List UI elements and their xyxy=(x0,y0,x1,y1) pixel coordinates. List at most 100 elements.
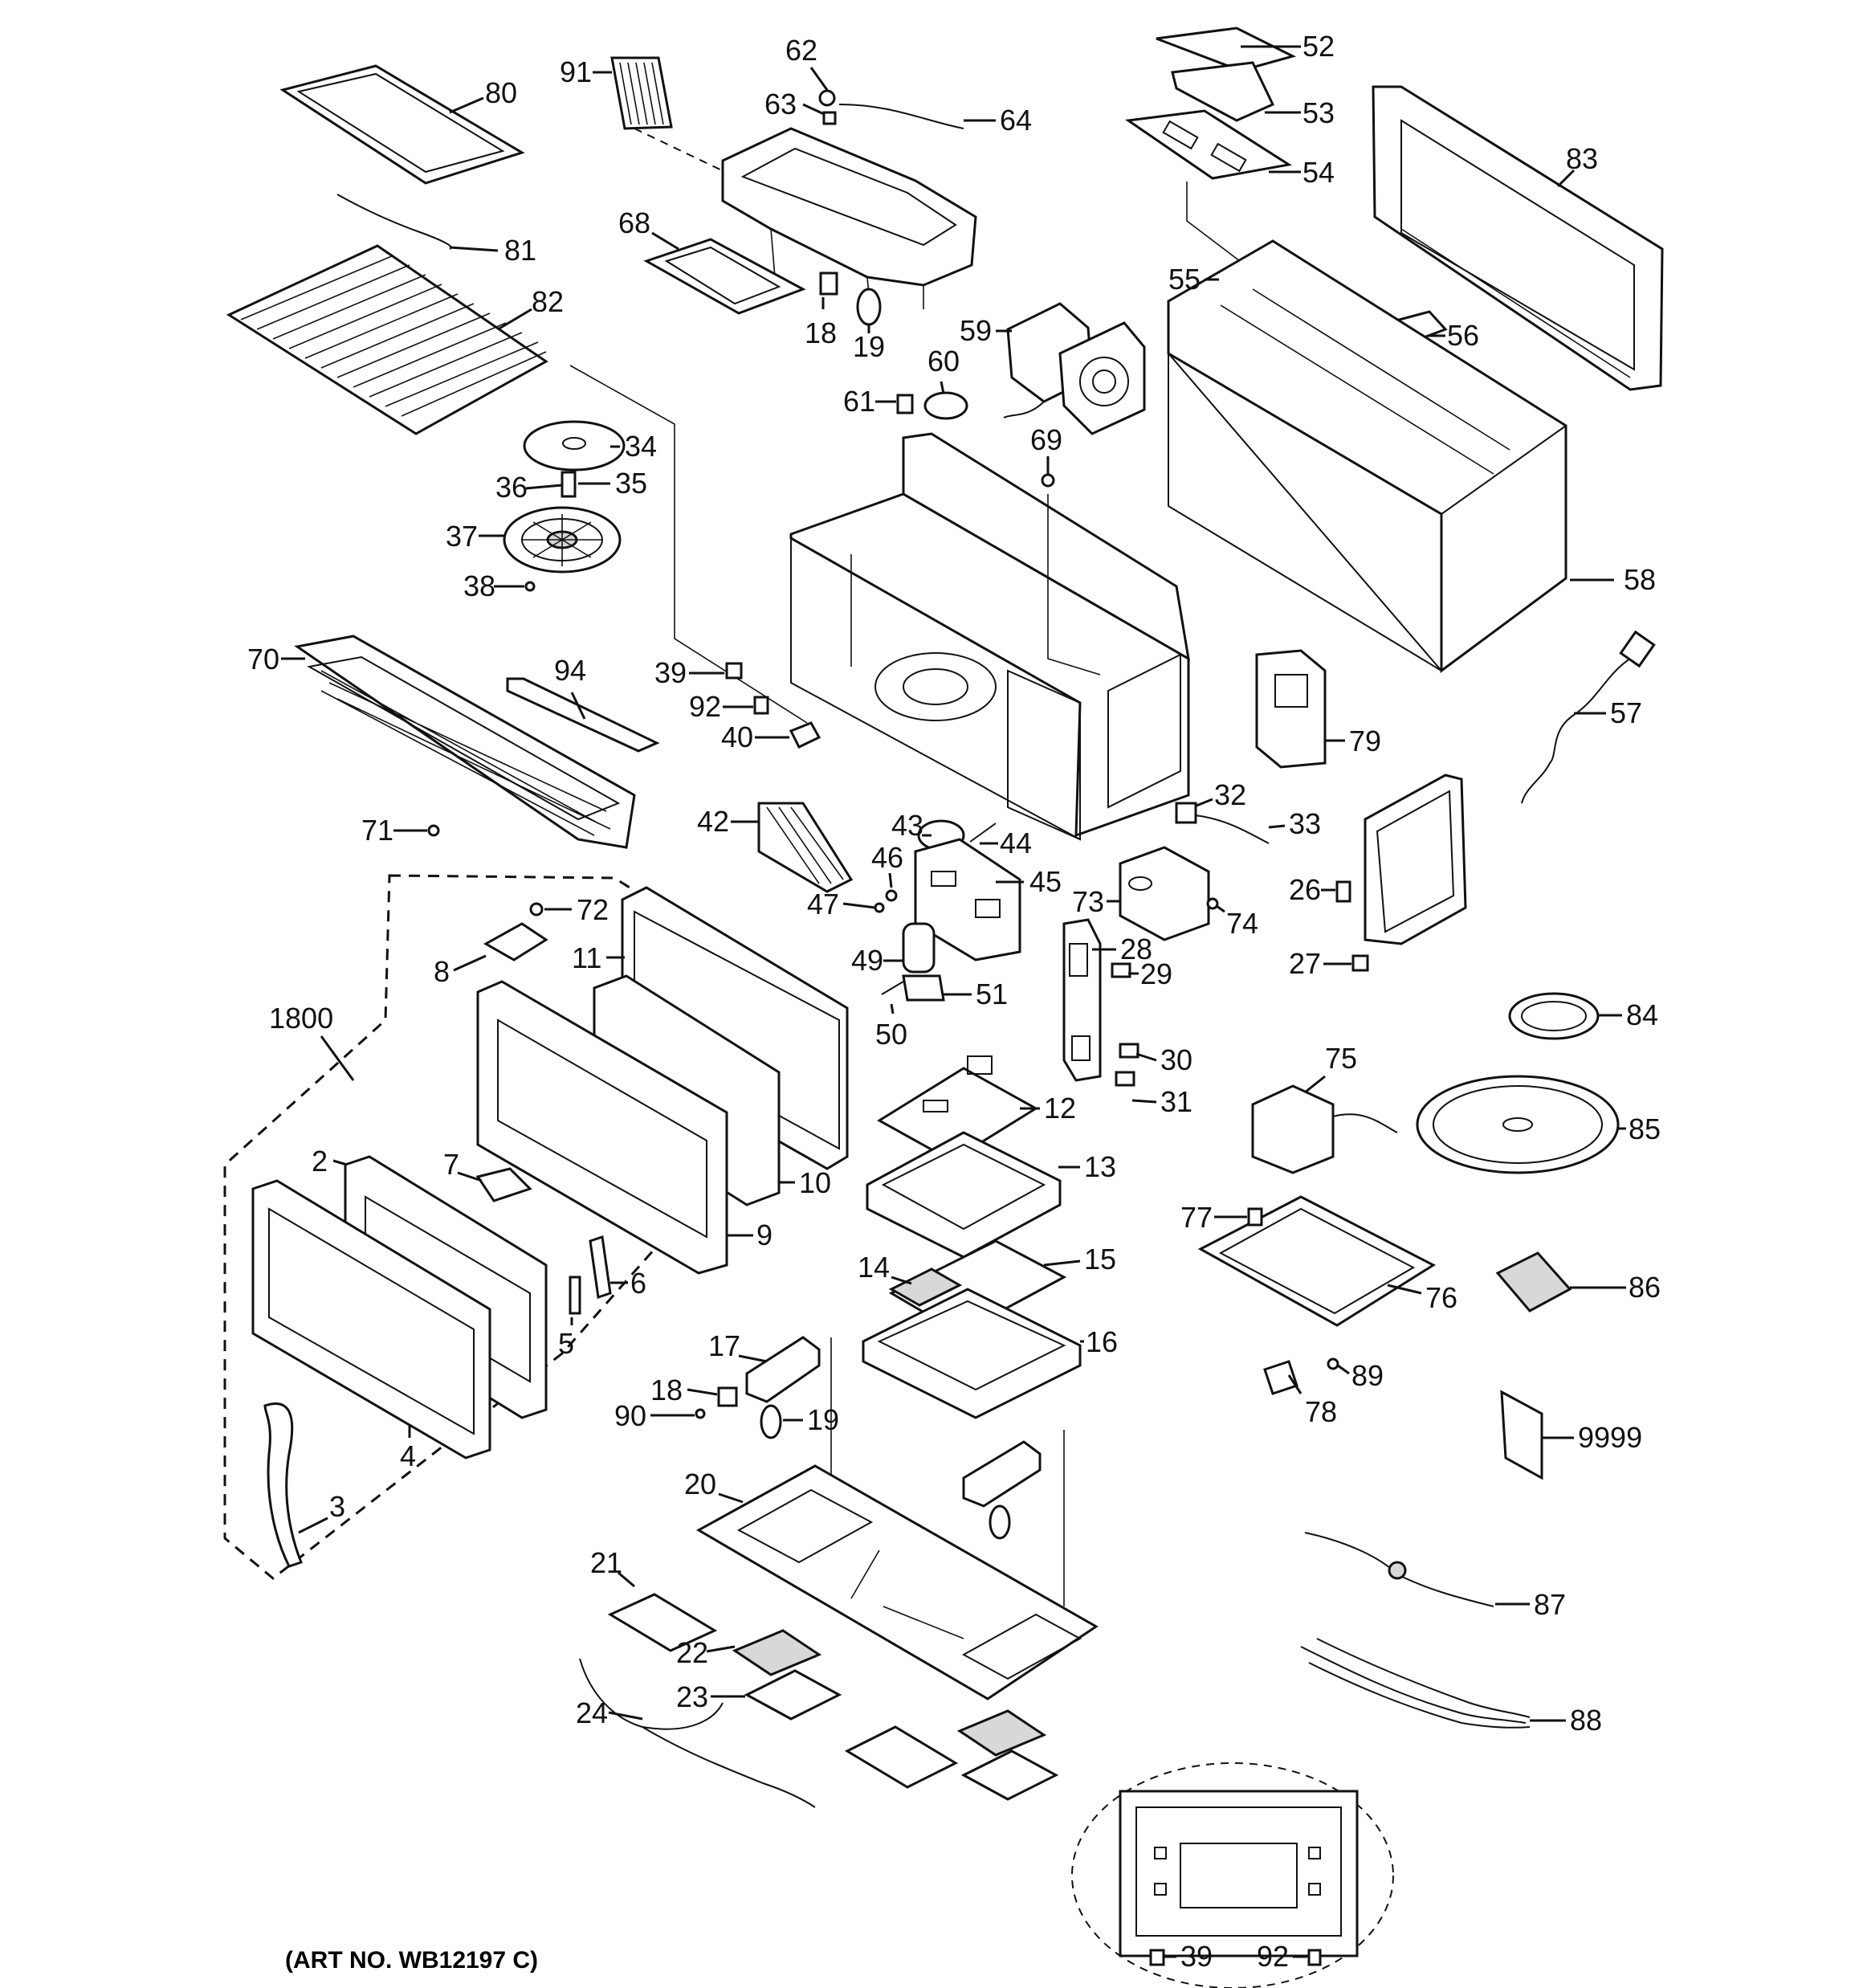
svg-text:21: 21 xyxy=(590,1546,622,1579)
svg-text:70: 70 xyxy=(247,643,279,676)
callout-20: 20 xyxy=(684,1468,744,1504)
part-35-shaft xyxy=(561,471,577,498)
part-83-mounting-plate xyxy=(1372,85,1664,391)
callout-14: 14 xyxy=(858,1251,912,1285)
svg-text:68: 68 xyxy=(618,206,650,239)
part-14-pad xyxy=(888,1268,963,1307)
part-30-switch xyxy=(1119,1043,1139,1059)
callout-89: 89 xyxy=(1337,1359,1384,1392)
svg-text:19: 19 xyxy=(853,330,885,363)
part-47-screw xyxy=(874,902,885,913)
part-64-wire xyxy=(838,104,964,129)
callout-9: 9 xyxy=(727,1219,773,1251)
svg-text:91: 91 xyxy=(560,55,592,88)
part-18-socket-lower xyxy=(717,1386,738,1407)
part-side-panel xyxy=(1364,774,1467,945)
part-40-roller xyxy=(789,721,821,749)
part-drawings xyxy=(223,27,1664,1988)
part-39-clip xyxy=(725,662,743,680)
callout-44: 44 xyxy=(980,827,1032,859)
part-59-fan xyxy=(1003,302,1146,435)
svg-text:46: 46 xyxy=(871,841,903,874)
svg-text:82: 82 xyxy=(532,285,564,318)
callout-92: 92 xyxy=(689,690,753,723)
callout-50: 50 xyxy=(875,1003,907,1051)
part-91-dashed-guide xyxy=(634,128,728,173)
svg-text:77: 77 xyxy=(1180,1201,1213,1234)
callout-55: 55 xyxy=(1168,263,1219,296)
part-53-duct xyxy=(1171,61,1275,122)
svg-text:10: 10 xyxy=(799,1166,831,1199)
callout-11: 11 xyxy=(572,941,625,974)
callout-3: 3 xyxy=(298,1490,345,1534)
callout-52: 52 xyxy=(1241,30,1335,63)
callout-45: 45 xyxy=(996,865,1062,898)
part-84-roller-ring xyxy=(1508,992,1600,1040)
callout-58: 58 xyxy=(1570,563,1656,596)
svg-text:35: 35 xyxy=(615,467,647,500)
svg-text:81: 81 xyxy=(504,234,536,267)
part-79-bracket xyxy=(1255,649,1327,769)
svg-text:17: 17 xyxy=(708,1329,740,1362)
part-91-grille xyxy=(610,56,673,130)
callout-39-inset: 39 xyxy=(1164,1940,1213,1973)
callout-16: 16 xyxy=(1080,1325,1118,1358)
callout-2: 2 xyxy=(312,1145,348,1178)
part-78-bracket xyxy=(1263,1360,1298,1395)
callout-75: 75 xyxy=(1304,1042,1357,1094)
callout-69: 69 xyxy=(1030,423,1062,474)
svg-text:45: 45 xyxy=(1029,865,1062,898)
callout-74: 74 xyxy=(1216,904,1258,940)
svg-text:12: 12 xyxy=(1044,1092,1076,1125)
callout-79: 79 xyxy=(1325,725,1381,757)
callout-33: 33 xyxy=(1268,807,1321,840)
callout-87: 87 xyxy=(1495,1588,1566,1621)
part-34-guide xyxy=(569,365,808,724)
part-20-bottom-plate xyxy=(695,1464,1099,1700)
svg-text:92: 92 xyxy=(689,690,721,723)
callout-38: 38 xyxy=(463,569,524,602)
callout-92-inset: 92 xyxy=(1257,1940,1307,1973)
callout-68: 68 xyxy=(618,206,679,251)
part-22b-filter xyxy=(956,1709,1047,1757)
part-31-switch xyxy=(1115,1071,1135,1087)
detail-92-clip xyxy=(1307,1949,1322,1966)
part-9-door-panel xyxy=(476,980,728,1275)
part-bottom-lamp xyxy=(989,1504,1011,1540)
svg-text:40: 40 xyxy=(721,720,753,753)
callout-35: 35 xyxy=(578,467,647,500)
svg-text:83: 83 xyxy=(1566,142,1598,175)
svg-text:18: 18 xyxy=(805,316,837,349)
part-61-clip xyxy=(896,394,914,414)
callout-31: 31 xyxy=(1131,1085,1192,1118)
callout-40: 40 xyxy=(721,720,789,753)
part-7-bracket xyxy=(475,1167,532,1202)
part-23-cover xyxy=(744,1669,842,1721)
svg-text:47: 47 xyxy=(807,888,839,921)
svg-text:18: 18 xyxy=(650,1374,683,1406)
part-42-grille xyxy=(757,802,854,893)
callout-56: 56 xyxy=(1429,319,1479,352)
svg-text:62: 62 xyxy=(785,34,817,67)
callout-73: 73 xyxy=(1072,885,1120,918)
callout-8: 8 xyxy=(434,954,487,988)
svg-text:38: 38 xyxy=(463,569,495,602)
part-4-door-front xyxy=(251,1179,491,1459)
callout-83: 83 xyxy=(1556,142,1598,188)
callout-27: 27 xyxy=(1289,947,1351,980)
part-33-wire xyxy=(1194,814,1270,844)
part-17-light-housing xyxy=(745,1336,821,1403)
svg-text:30: 30 xyxy=(1160,1043,1192,1076)
part-24-harness xyxy=(579,1658,816,1808)
part-63-clip xyxy=(822,111,837,125)
part-21b-filter xyxy=(844,1725,959,1789)
callout-10: 10 xyxy=(779,1166,831,1199)
part-28-latch-board xyxy=(1062,918,1102,1082)
callout-81: 81 xyxy=(449,234,536,267)
part-58-outer-case xyxy=(1167,239,1567,673)
callout-18-lower: 18 xyxy=(650,1374,718,1406)
callout-37: 37 xyxy=(446,520,506,553)
part-29-switch xyxy=(1111,962,1131,978)
svg-text:75: 75 xyxy=(1325,1042,1357,1075)
part-76-base-plate xyxy=(1197,1195,1437,1327)
